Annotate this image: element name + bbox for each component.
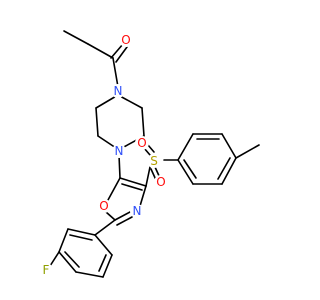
bond-fph-3: [58, 251, 77, 273]
bond-fph-2: [58, 228, 69, 253]
oxazole-oxygen-label: O: [99, 199, 108, 213]
bond-tol-3: [221, 133, 237, 159]
bond-fph-4: [75, 271, 104, 278]
bond-ox-c2-n-b: [116, 216, 133, 226]
bond-c2-aryl: [94, 219, 116, 236]
bond-ethyl-2: [87, 43, 114, 59]
sulfonyl-oxygen-upper-label: O: [137, 136, 146, 150]
bond-tol-6: [177, 159, 194, 185]
bond-ox-o-c2: [105, 211, 116, 221]
carbonyl-oxygen-label: O: [121, 33, 130, 47]
bond-tol-1: [177, 133, 194, 161]
bond-fph-1-inner: [69, 234, 93, 241]
piperazine-nitrogen-top-label: N: [114, 84, 123, 98]
atom-sulfonyl-oxygen-upper: O: [135, 136, 149, 150]
bond-c4-s: [145, 166, 151, 187]
bond-fph-1: [67, 228, 96, 236]
bond-pip-2: [141, 107, 145, 137]
bond-tol-methyl: [235, 144, 260, 159]
atom-sulfonyl-oxygen-lower: O: [154, 175, 168, 189]
atom-piperazine-nitrogen-top: N: [111, 84, 125, 98]
bond-fph-f: [49, 251, 60, 267]
bond-ox-c5-c4-inner: [121, 183, 143, 191]
bond-pip-5: [95, 107, 99, 137]
sulfonyl-sulfur-label: S: [150, 154, 158, 168]
bond-ox-c4-n: [139, 185, 147, 207]
bond-carbonyl-double-b: [115, 46, 128, 63]
bond-ox-c5-c4: [119, 177, 147, 187]
atom-sulfur: S: [147, 154, 161, 168]
atom-carbonyl-oxygen: O: [119, 33, 133, 47]
molecule-structure-diagram: O N N S O O O N: [39, 30, 260, 278]
bond-fph-6: [94, 234, 113, 256]
bond-s-o-up-b: [147, 144, 155, 153]
atom-labels: O N N S O O O N: [39, 33, 168, 277]
piperazine-nitrogen-bottom-label: N: [115, 144, 124, 158]
bond-ox-c2-n-a: [114, 211, 131, 221]
bond-fph-5: [102, 254, 113, 278]
sulfonyl-oxygen-lower-label: O: [156, 175, 165, 189]
bond-pip-1: [117, 94, 143, 109]
atom-oxazole-oxygen: O: [97, 199, 111, 213]
atom-fluorine: F: [39, 263, 53, 277]
atom-piperazine-nitrogen-bottom: N: [112, 144, 126, 158]
bond-carbonyl-n: [112, 57, 119, 88]
bond-carbonyl-double-a: [110, 43, 124, 59]
bond-tol-4: [221, 157, 237, 185]
bond-fph-3-inner: [64, 251, 80, 268]
bond-fph-5-inner: [98, 254, 107, 272]
bond-tol-6-inner: [183, 159, 197, 179]
oxazole-nitrogen-label: N: [133, 204, 142, 218]
bond-tol-4-inner: [217, 157, 231, 180]
bond-pip-to-oxazole: [118, 154, 121, 179]
bond-ox-c5-o: [107, 177, 121, 201]
bond-pip-6: [97, 135, 117, 149]
bond-pip-4: [95, 94, 119, 109]
bond-ethyl-1: [63, 30, 89, 45]
fluorine-label: F: [43, 263, 50, 277]
atom-oxazole-nitrogen: N: [130, 204, 144, 218]
